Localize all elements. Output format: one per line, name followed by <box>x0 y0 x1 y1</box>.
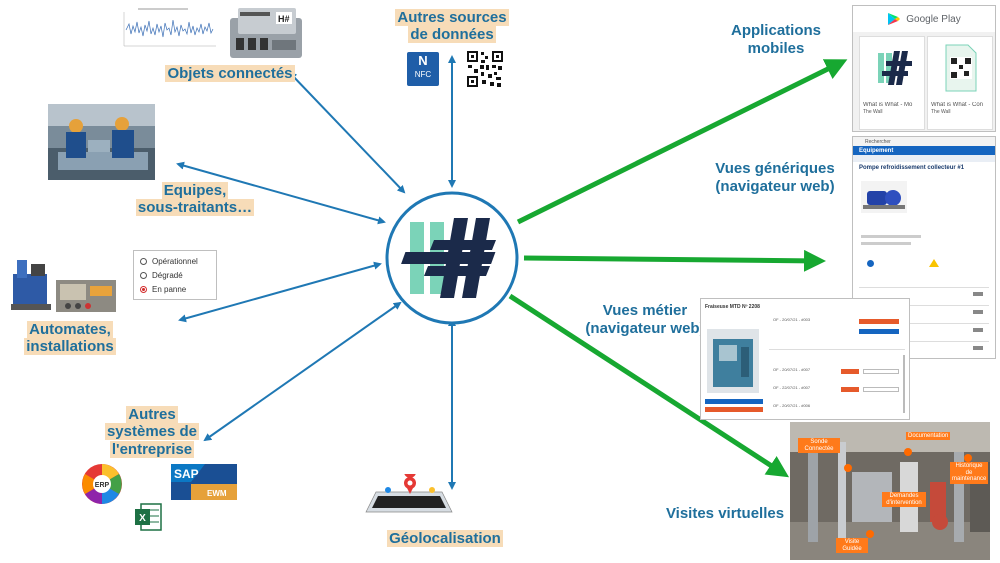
iot-device: H# <box>226 4 306 60</box>
pump-image <box>861 181 907 213</box>
label-equipes: Equipes,sous-traitants… <box>135 182 255 217</box>
blue-action-button[interactable] <box>859 329 899 334</box>
radio-degrade[interactable]: Dégradé <box>140 268 210 282</box>
arrow-apps <box>516 59 848 225</box>
erp-icon: ERP <box>82 464 122 504</box>
arrow-vues-gen <box>523 249 826 272</box>
arrow-equipes <box>176 161 386 225</box>
svg-text:H#: H# <box>278 14 290 24</box>
google-play-header: Google Play <box>853 6 995 32</box>
generic-view-title: Pompe refroidissement collecteur #1 <box>859 165 965 171</box>
tag-sonde[interactable]: Sonde Connectée <box>798 438 840 454</box>
arrow-objets <box>288 71 406 194</box>
label-geolocalisation: Géolocalisation <box>387 530 503 547</box>
radio-en-panne[interactable]: En panne <box>140 282 210 296</box>
label-automates: Automates,installations <box>24 321 116 356</box>
tag-visite-guidee[interactable]: Visite Guidée <box>836 538 868 554</box>
virtual-visit-photo: Sonde Connectée Documentation Historique… <box>790 422 990 560</box>
business-web-view: Fraiseuse MTD Nº 2208 OF - 20/07/21 - #0… <box>700 298 910 420</box>
business-view-title: Fraiseuse MTD Nº 2208 <box>705 304 760 310</box>
arrow-systemes <box>203 301 402 442</box>
google-play-icon <box>888 13 901 25</box>
tag-documentation[interactable]: Documentation <box>906 432 951 440</box>
label-visites-virtuelles: Visites virtuelles <box>665 505 785 522</box>
business-orange-button[interactable] <box>705 407 763 412</box>
sensor-chart-thumbnail <box>118 6 218 50</box>
nfc-icon: N NFC <box>407 52 439 86</box>
generic-view-header: Equipement <box>853 146 995 155</box>
play-app-card-1[interactable]: What is What - Mo The Wall <box>859 36 925 130</box>
start-button-2[interactable] <box>841 369 859 374</box>
play-app-card-2[interactable]: What is What - Con The Wall <box>927 36 993 130</box>
start-button-1[interactable] <box>859 319 899 324</box>
svg-text:SAP: SAP <box>174 467 199 481</box>
tag-historique[interactable]: Historique de maintenance <box>950 462 988 484</box>
sap-ewm-logo: SAP EWM <box>171 464 237 500</box>
label-objets-connectes: Objets connectés <box>165 65 295 82</box>
arrow-visites <box>508 293 790 478</box>
business-blue-button[interactable] <box>705 399 763 404</box>
svg-text:X: X <box>139 513 146 524</box>
radio-operationnel[interactable]: Opérationnel <box>140 254 210 268</box>
geolocation-icon <box>365 474 453 513</box>
start-button-3[interactable] <box>841 387 859 392</box>
google-play-panel: Google Play What is What - Mo The Wall W… <box>852 5 996 132</box>
central-logo <box>385 191 519 325</box>
qr-code-icon <box>466 50 504 88</box>
status-radio-group: Opérationnel Dégradé En panne <box>133 250 217 300</box>
tag-demandes[interactable]: Demandes d'intervention <box>882 492 926 508</box>
control-panel-photo <box>56 280 116 312</box>
machine-photo <box>707 329 759 393</box>
excel-icon: X <box>133 502 163 532</box>
svg-text:ERP: ERP <box>95 482 110 489</box>
workers-photo <box>48 104 155 180</box>
svg-text:EWM: EWM <box>207 489 227 498</box>
label-vues-metier: Vues métier(navigateur web) <box>585 302 705 337</box>
label-vues-generiques: Vues génériques(navigateur web) <box>715 160 835 195</box>
hydraulic-unit-photo <box>7 256 55 312</box>
